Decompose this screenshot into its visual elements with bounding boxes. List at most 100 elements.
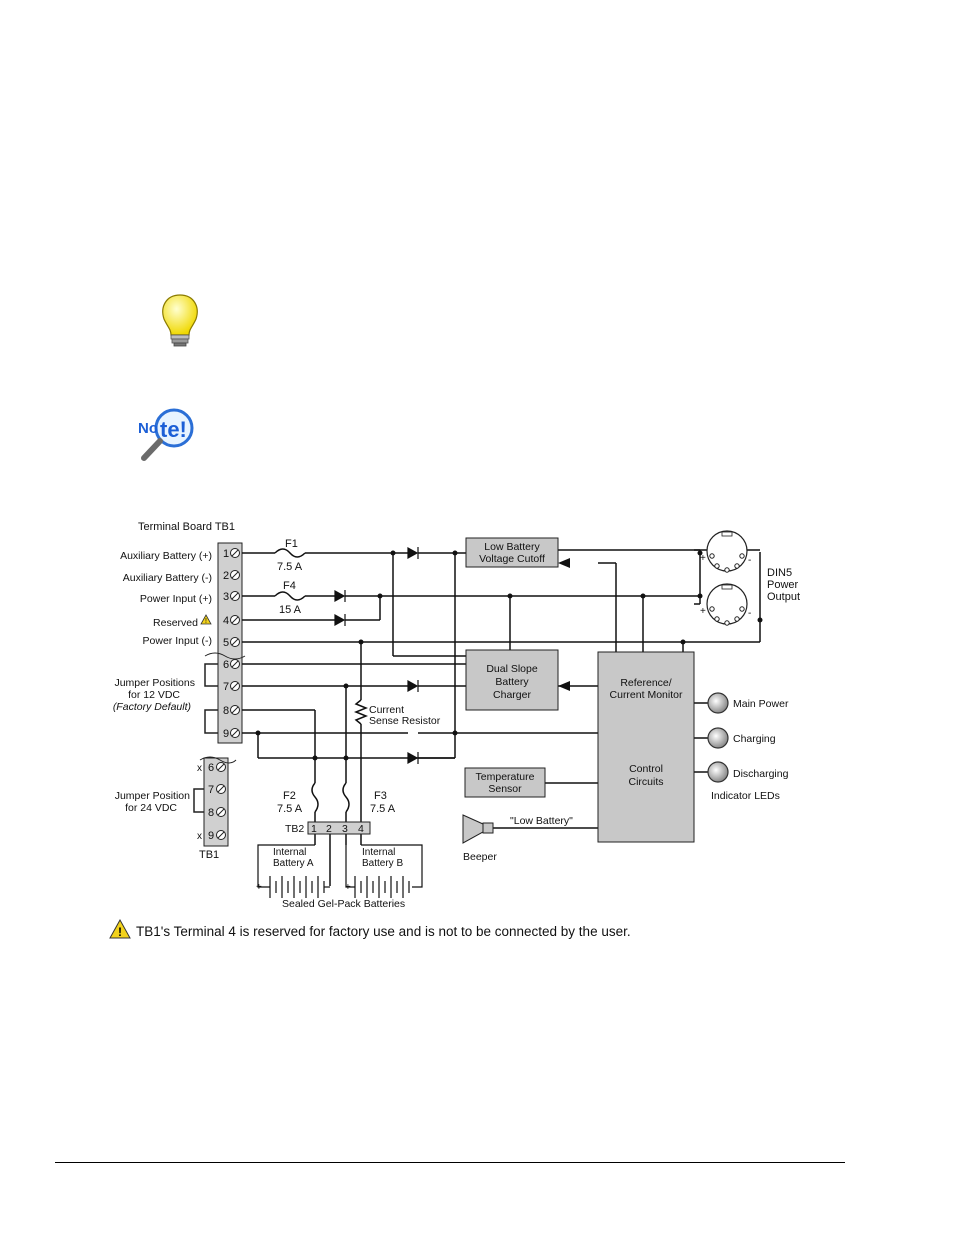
din5-label-line3: Output — [767, 591, 800, 603]
current-sense-line2: Sense Resistor — [369, 715, 441, 727]
tb2-board: 1 2 3 4 — [307, 821, 371, 835]
svg-text:2: 2 — [326, 823, 332, 835]
terminal-label: Power Input (+) — [140, 593, 212, 605]
fuse-f1-name: F1 — [285, 538, 298, 550]
tb1-title: Terminal Board TB1 — [138, 521, 235, 533]
svg-text:Charger: Charger — [493, 689, 531, 701]
svg-text:3: 3 — [342, 823, 348, 835]
svg-text:Battery: Battery — [495, 676, 529, 688]
low-battery-signal: "Low Battery" — [510, 815, 573, 827]
beeper-icon — [462, 814, 494, 844]
junction-dots — [255, 550, 763, 761]
din5-label-line1: DIN5 — [767, 567, 792, 579]
svg-text:Sensor: Sensor — [488, 783, 522, 795]
tb1-24vdc-board: 6 7 8 9 x x TB1 — [193, 756, 237, 861]
jumper-12-line3: (Factory Default) — [113, 701, 191, 713]
monitor-control-block: Reference/ Current Monitor Control Circu… — [597, 651, 695, 843]
terminal-label: Reserved — [153, 617, 198, 629]
x-mark: x — [197, 763, 202, 774]
tb1-terminals: 1 2 3 4 5 6 7 8 9 — [223, 548, 229, 740]
terminal-number: 5 — [223, 637, 229, 649]
footer-rule — [55, 1162, 845, 1163]
terminal-number: 8 — [223, 705, 229, 717]
battery-b-line2: Battery B — [362, 858, 403, 869]
terminal-number: 6 — [223, 659, 229, 671]
fuse-f1-rating: 7.5 A — [277, 561, 303, 573]
terminal-number: 9 — [208, 830, 214, 842]
wiring-diagram: Terminal Board TB1 1 2 3 4 5 6 7 8 9 — [109, 521, 800, 939]
jumper-12-line1: Jumper Positions — [114, 677, 195, 689]
svg-text:1: 1 — [311, 823, 317, 835]
terminal-label: Auxiliary Battery (+) — [120, 550, 212, 562]
battery-b-minus: - — [414, 882, 417, 893]
terminal-screws — [230, 548, 240, 738]
battery-a-minus: - — [327, 882, 330, 893]
terminal-number: 3 — [223, 591, 229, 603]
din5-minus: - — [748, 608, 751, 619]
terminal-number: 6 — [208, 762, 214, 774]
battery-b-line1: Internal — [362, 847, 395, 858]
din5-plus: + — [700, 606, 706, 617]
terminal-number: 4 — [223, 615, 229, 627]
led-discharging-label: Discharging — [733, 768, 789, 780]
warning-note: TB1's Terminal 4 is reserved for factory… — [136, 924, 631, 939]
battery-a-line2: Battery A — [273, 858, 314, 869]
terminal-number: 1 — [223, 548, 229, 560]
diodes — [334, 546, 419, 765]
svg-text:Current Monitor: Current Monitor — [610, 689, 683, 701]
terminal-number: 9 — [223, 728, 229, 740]
led-icons — [707, 692, 729, 783]
svg-text:!: ! — [118, 925, 122, 939]
svg-text:!: ! — [205, 618, 207, 625]
warning-icon: ! — [109, 918, 131, 939]
lightbulb-icon — [162, 294, 198, 347]
terminal-label: Power Input (-) — [143, 635, 212, 647]
led-charging-label: Charging — [733, 733, 776, 745]
battery-a-icon — [257, 844, 330, 898]
x-mark: x — [197, 831, 202, 842]
terminal-number: 2 — [223, 570, 229, 582]
fuse-f3-rating: 7.5 A — [370, 803, 396, 815]
din5-connector-icon — [706, 530, 748, 626]
din5-plus: + — [700, 553, 706, 564]
svg-text:Voltage Cutoff: Voltage Cutoff — [479, 553, 545, 565]
warning-icon: ! — [200, 614, 212, 625]
terminal-number: 7 — [208, 784, 214, 796]
svg-text:Dual Slope: Dual Slope — [486, 663, 538, 675]
indicator-leds-caption: Indicator LEDs — [711, 790, 780, 802]
svg-text:Control: Control — [629, 763, 663, 775]
svg-text:Low Battery: Low Battery — [484, 541, 540, 553]
arrows — [558, 558, 570, 691]
svg-text:No: No — [138, 420, 158, 437]
low-battery-cutoff-block: Low Battery Voltage Cutoff — [465, 537, 559, 568]
svg-text:4: 4 — [358, 823, 364, 835]
terminal-number: 7 — [223, 681, 229, 693]
svg-text:Circuits: Circuits — [628, 776, 663, 788]
din5-minus: - — [748, 555, 751, 566]
tb2-label: TB2 — [285, 823, 304, 835]
terminal-number: 8 — [208, 807, 214, 819]
tb1-small-label: TB1 — [199, 849, 219, 861]
battery-a-plus: + — [256, 882, 262, 893]
led-main-power-label: Main Power — [733, 698, 789, 710]
charger-block: Dual Slope Battery Charger — [465, 649, 559, 711]
current-sense-line1: Current — [369, 704, 404, 716]
fuse-f4-rating: 15 A — [279, 604, 302, 616]
beeper-label: Beeper — [463, 851, 497, 863]
jumper-12-line2: for 12 VDC — [128, 689, 180, 701]
svg-text:Temperature: Temperature — [476, 771, 535, 783]
fuse-f2-rating: 7.5 A — [277, 803, 303, 815]
jumper-24-line2: for 24 VDC — [125, 802, 177, 814]
fuse-f3-name: F3 — [374, 790, 387, 802]
fuse-f4-name: F4 — [283, 580, 296, 592]
battery-b-icon — [345, 844, 423, 898]
terminal-label: Auxiliary Battery (-) — [123, 572, 212, 584]
wires — [242, 548, 761, 886]
note-magnifier-icon: No te! — [138, 408, 194, 461]
batteries-caption: Sealed Gel-Pack Batteries — [282, 898, 405, 910]
battery-a-line1: Internal — [273, 847, 306, 858]
din5-label-line2: Power — [767, 579, 799, 591]
jumper-24-line1: Jumper Position — [115, 790, 190, 802]
svg-text:te!: te! — [160, 417, 187, 442]
